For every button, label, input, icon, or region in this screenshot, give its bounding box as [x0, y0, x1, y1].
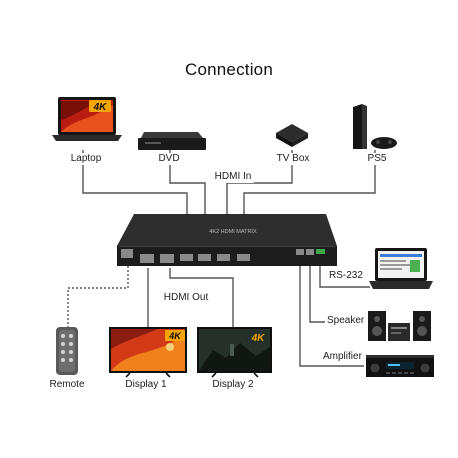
tv-box-icon	[276, 124, 308, 147]
display-1-4k-badge: 4K	[165, 330, 185, 341]
hdmi-in-label: HDMI In	[212, 171, 254, 183]
tv-box-label: TV Box	[274, 153, 312, 165]
speaker-system-icon	[368, 311, 431, 341]
laptop-4k-badge: 4K	[89, 100, 111, 113]
speaker-label: Speaker	[325, 315, 367, 327]
display-2-label: Display 2	[210, 379, 256, 391]
amplifier-label: Amplifier	[321, 351, 364, 363]
remote-label: Remote	[47, 379, 87, 391]
svg-text:4K: 4K	[93, 102, 108, 113]
line-matrix-to-remote	[67, 262, 129, 327]
display-2-icon	[197, 327, 272, 378]
line-matrix-to-display2	[169, 268, 234, 327]
line-matrix-to-rs232	[319, 263, 370, 288]
display-2-4k-badge: 4K	[251, 333, 266, 344]
svg-text:4K: 4K	[251, 333, 266, 344]
hdmi-out-label: HDMI Out	[161, 292, 211, 304]
dvd-label: DVD	[156, 153, 182, 165]
laptop-source-icon	[52, 97, 122, 141]
amplifier-icon	[366, 355, 434, 377]
display-1-label: Display 1	[123, 379, 169, 391]
ps5-console-icon	[353, 104, 397, 149]
svg-text:4K2 HDMI MATRIX: 4K2 HDMI MATRIX	[209, 229, 257, 235]
dvd-player-icon	[138, 132, 206, 150]
ps5-label: PS5	[365, 153, 389, 165]
laptop-label: Laptop	[68, 153, 104, 165]
remote-control-icon	[56, 327, 78, 375]
line-matrix-to-amplifier	[299, 263, 364, 367]
hdmi-matrix-icon: 4K2 HDMI MATRIX	[117, 214, 337, 266]
svg-text:4K: 4K	[168, 331, 182, 341]
rs232-label: RS-232	[327, 270, 365, 282]
rs232-laptop-icon	[369, 248, 433, 289]
matrix-ports	[121, 249, 325, 263]
diagram-title: Connection	[184, 60, 273, 79]
